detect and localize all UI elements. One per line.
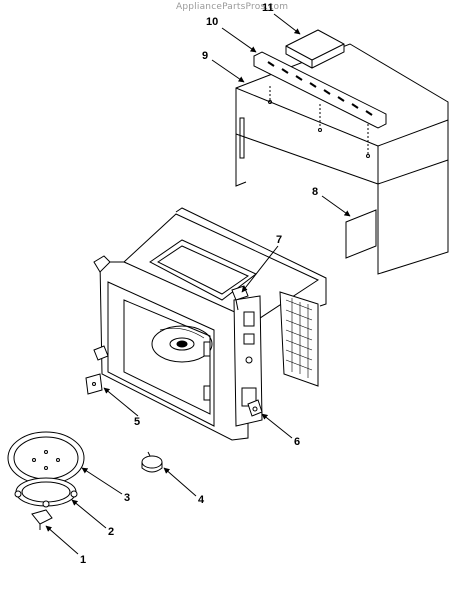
- side-panel-part: [345, 209, 377, 259]
- small-bracket-part: [85, 373, 103, 395]
- leader-lines: [45, 13, 351, 555]
- callout-11: 11: [262, 2, 274, 14]
- leader-line-3: [81, 467, 123, 495]
- turntable-motor-part: [141, 451, 163, 473]
- oven-chassis-part: [93, 207, 327, 441]
- leader-line-10: [221, 27, 257, 53]
- leader-line-4: [163, 467, 197, 497]
- vent-rail-part: [253, 51, 387, 129]
- top-bracket-part: [285, 29, 345, 69]
- callout-2: 2: [108, 526, 115, 538]
- leader-line-8: [321, 195, 351, 217]
- callout-1: 1: [80, 554, 87, 566]
- callout-10: 10: [206, 16, 219, 28]
- callout-7: 7: [276, 234, 283, 246]
- leader-line-1: [45, 525, 79, 555]
- callout-4: 4: [198, 494, 205, 506]
- callout-8: 8: [312, 186, 319, 198]
- leader-line-7: [241, 245, 279, 293]
- leader-line-2: [71, 499, 107, 529]
- coupler-part: [31, 509, 53, 530]
- leader-line-5: [103, 387, 139, 417]
- outer-cabinet-part: [235, 43, 449, 275]
- callout-9: 9: [202, 50, 209, 62]
- callout-3: 3: [124, 492, 131, 504]
- leader-line-9: [211, 59, 245, 83]
- door-switch-part: [247, 399, 263, 417]
- roller-ring-part: [14, 477, 78, 508]
- glass-tray-part: [7, 431, 85, 485]
- watermark-text: AppliancePartsPros.com: [176, 2, 289, 12]
- leader-line-6: [261, 413, 293, 439]
- callout-6: 6: [294, 436, 301, 448]
- leader-line-11: [273, 13, 301, 35]
- callout-5: 5: [134, 416, 141, 428]
